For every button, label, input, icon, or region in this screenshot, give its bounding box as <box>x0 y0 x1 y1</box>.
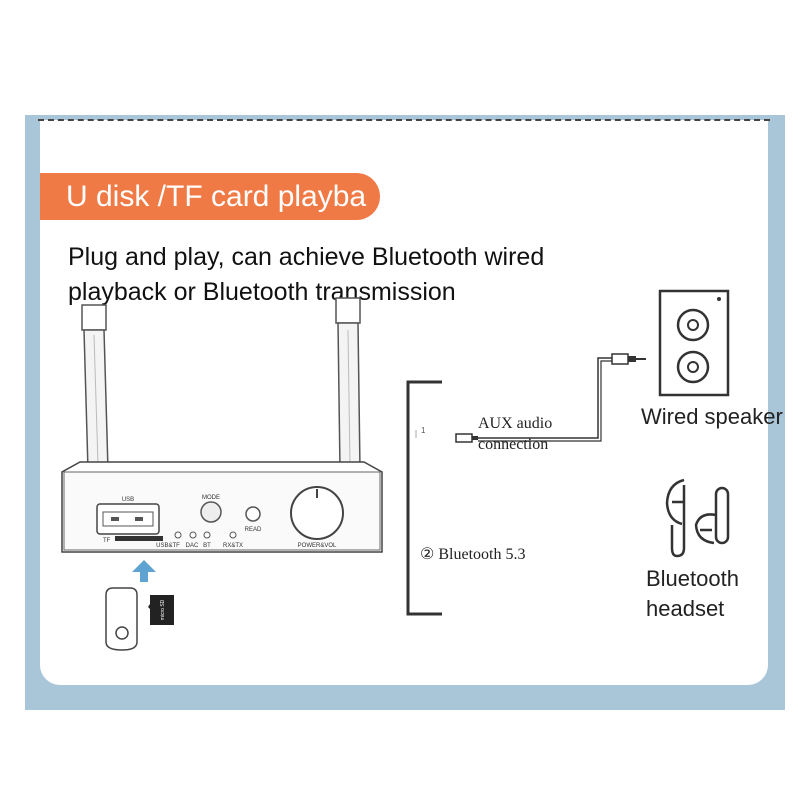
description: Plug and play, can achieve Bluetooth wir… <box>68 240 668 310</box>
bluetooth-marker: ② <box>420 546 435 563</box>
aux-label-line-1: AUX audio <box>478 415 553 432</box>
section-banner: U disk /TF card playba <box>40 173 380 220</box>
aux-cable <box>455 353 646 443</box>
mode-button <box>200 501 222 523</box>
left-antenna <box>81 304 109 471</box>
volume-knob <box>290 486 344 540</box>
receiver-device: USB TF MODE READ USB&TF DAC BT RX&TX POW… <box>61 461 383 553</box>
mode-label: MODE <box>202 495 220 501</box>
right-antenna <box>335 297 361 471</box>
speaker-label: Wired speaker <box>641 404 783 429</box>
aux-connection-label: AUX audio connection <box>478 413 552 455</box>
bluetooth-label: Bluetooth 5.3 <box>438 546 526 563</box>
bluetooth-connection-label: ② Bluetooth 5.3 <box>420 544 525 564</box>
indicator-label-bt: BT <box>203 543 211 549</box>
headset-label-line-2: headset <box>646 596 725 621</box>
description-line-1: Plug and play, can achieve Bluetooth wir… <box>68 243 545 271</box>
aux-label-line-2: connection <box>478 436 549 453</box>
tf-label: TF <box>103 538 111 544</box>
power-vol-label: POWER&VOL <box>298 543 337 549</box>
indicator-bt <box>203 531 211 539</box>
headset-label-line-1: Bluetooth <box>646 566 739 591</box>
read-button <box>245 506 261 522</box>
dashed-divider <box>38 119 770 121</box>
indicator-label-usb-tf: USB&TF <box>156 543 180 549</box>
read-label: READ <box>245 527 262 533</box>
headset-icon <box>665 478 730 558</box>
indicator-label-rx-tx: RX&TX <box>223 543 243 549</box>
usb-label: USB <box>122 497 134 503</box>
sd-card-text: micro SD <box>160 599 166 620</box>
sd-card: micro SD <box>148 595 174 625</box>
connection-bracket <box>406 380 442 616</box>
indicator-label-dac: DAC <box>186 543 199 549</box>
indicator-dac <box>189 531 197 539</box>
tf-slot <box>115 536 163 541</box>
speaker-icon <box>658 289 730 397</box>
indicator-usb-tf <box>174 531 182 539</box>
description-line-2: playback or Bluetooth transmission <box>68 278 456 306</box>
usb-drive <box>105 587 138 651</box>
indicator-rx-tx <box>229 531 237 539</box>
insert-arrow <box>132 560 156 582</box>
headset-label: Bluetooth headset <box>646 564 739 624</box>
aux-marker: 1 <box>421 426 426 435</box>
